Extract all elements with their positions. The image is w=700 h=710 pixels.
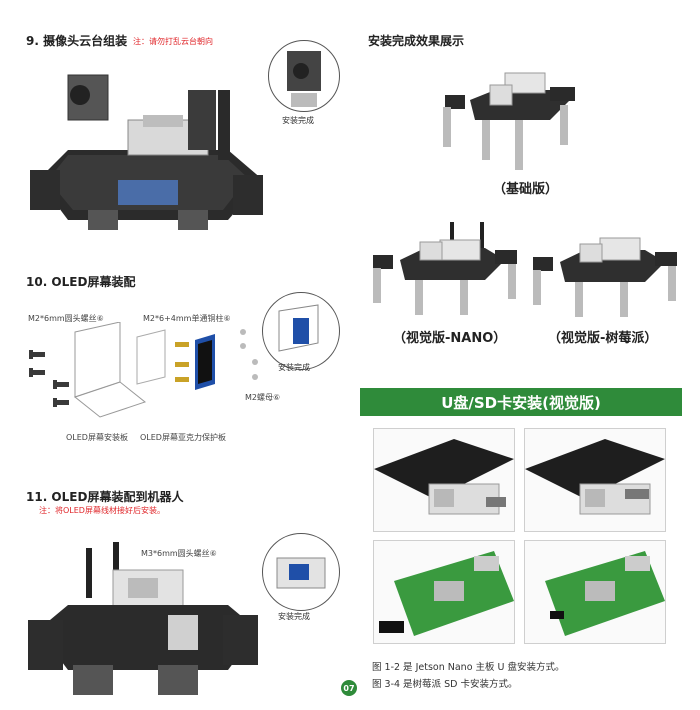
label-bracket: OLED屏幕安装板	[66, 433, 128, 442]
page-number: 07	[341, 680, 357, 696]
nano-caption: （视觉版-NANO）	[393, 331, 507, 346]
label-acrylic: OLED屏幕亚克力保护板	[140, 433, 226, 442]
nano-robot-image	[373, 222, 517, 315]
step11-note: 注：将OLED屏幕线材接好后安装。	[39, 506, 165, 515]
label-nut-qty: ⑥	[273, 393, 281, 402]
step11-done-label: 安装完成	[278, 612, 310, 621]
label-screw-text: M2*6mm圆头螺丝	[28, 314, 97, 323]
photo-4	[524, 540, 666, 644]
basic-caption: （基础版）	[493, 182, 559, 197]
step11-robot-illustration	[28, 542, 258, 695]
step10-done-label: 安装完成	[278, 363, 310, 372]
step9-title: 9. 摄像头云台组装	[26, 34, 128, 48]
label-nut-text: M2螺母	[245, 393, 273, 402]
step9-note: 注：请勿打乱云台朝向	[133, 37, 213, 46]
step10-title: 10. OLED屏幕装配	[26, 275, 136, 289]
step11-inset	[262, 533, 340, 611]
photo-1	[373, 428, 515, 532]
label-pillar-qty: ⑥	[223, 314, 231, 323]
basic-robot-image	[443, 72, 575, 170]
step9-inset	[268, 40, 340, 112]
pi-robot-image	[533, 237, 677, 317]
step11-title: 11. OLED屏幕装配到机器人	[26, 490, 184, 504]
effect-title: 安装完成效果展示	[368, 34, 465, 48]
label-nut: M2螺母⑥	[245, 392, 280, 403]
photo-3	[373, 540, 515, 644]
step10-exploded-illustration	[29, 322, 258, 418]
note-1: 图 1-2 是 Jetson Nano 主板 U 盘安装方式。	[372, 662, 565, 673]
step9-robot-illustration	[30, 74, 263, 230]
usb-sd-banner: U盘/SD卡安装(视觉版)	[360, 388, 682, 416]
note-2: 图 3-4 是树莓派 SD 卡安装方式。	[372, 679, 518, 690]
label-m3-screw: M3*6mm圆头螺丝⑥	[141, 548, 217, 559]
label-pillar: M2*6+4mm单通铜柱⑥	[143, 313, 231, 324]
label-m3-screw-text: M3*6mm圆头螺丝	[141, 549, 210, 558]
pi-caption: （视觉版-树莓派）	[548, 331, 658, 346]
label-screw: M2*6mm圆头螺丝⑥	[28, 313, 104, 324]
step10-inset	[262, 292, 340, 370]
photo-2	[524, 428, 666, 532]
label-screw-qty: ⑥	[96, 314, 104, 323]
label-pillar-text: M2*6+4mm单通铜柱	[143, 314, 224, 323]
step9-done-label: 安装完成	[282, 116, 314, 125]
label-m3-screw-qty: ⑥	[209, 549, 217, 558]
